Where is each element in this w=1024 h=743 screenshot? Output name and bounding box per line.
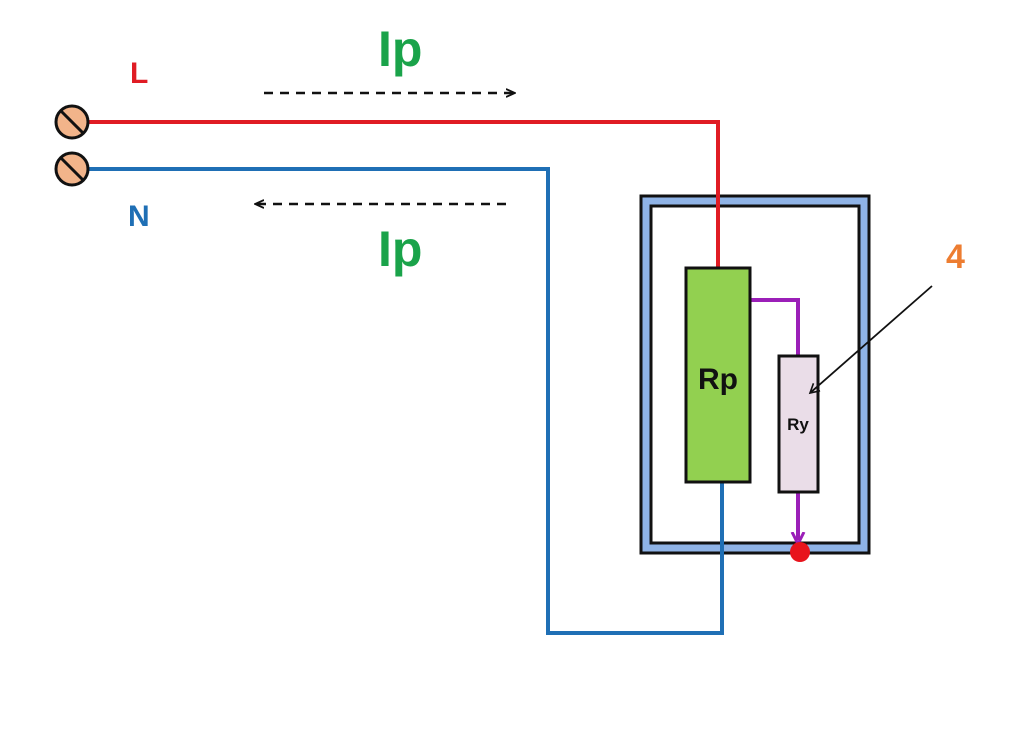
terminal-l-icon (54, 104, 90, 140)
callout-number: 4 (946, 238, 965, 276)
contact-dot (790, 542, 810, 562)
link-wire (750, 298, 800, 356)
current-label-top: Ip (378, 21, 422, 77)
current-label-bottom: Ip (378, 221, 422, 277)
resistor-ry (777, 354, 820, 494)
line-label: L (130, 57, 148, 90)
line-wire (88, 120, 720, 268)
resistor-ry-label: Ry (787, 415, 809, 434)
resistor-rp (684, 266, 752, 484)
callout-pointer (808, 285, 933, 395)
neutral-label: N (128, 200, 150, 233)
neutral-wire (88, 167, 724, 635)
enclosure-inner (649, 204, 861, 545)
resistor-rp-label: Rp (698, 363, 738, 396)
terminal-n-icon (54, 151, 90, 187)
